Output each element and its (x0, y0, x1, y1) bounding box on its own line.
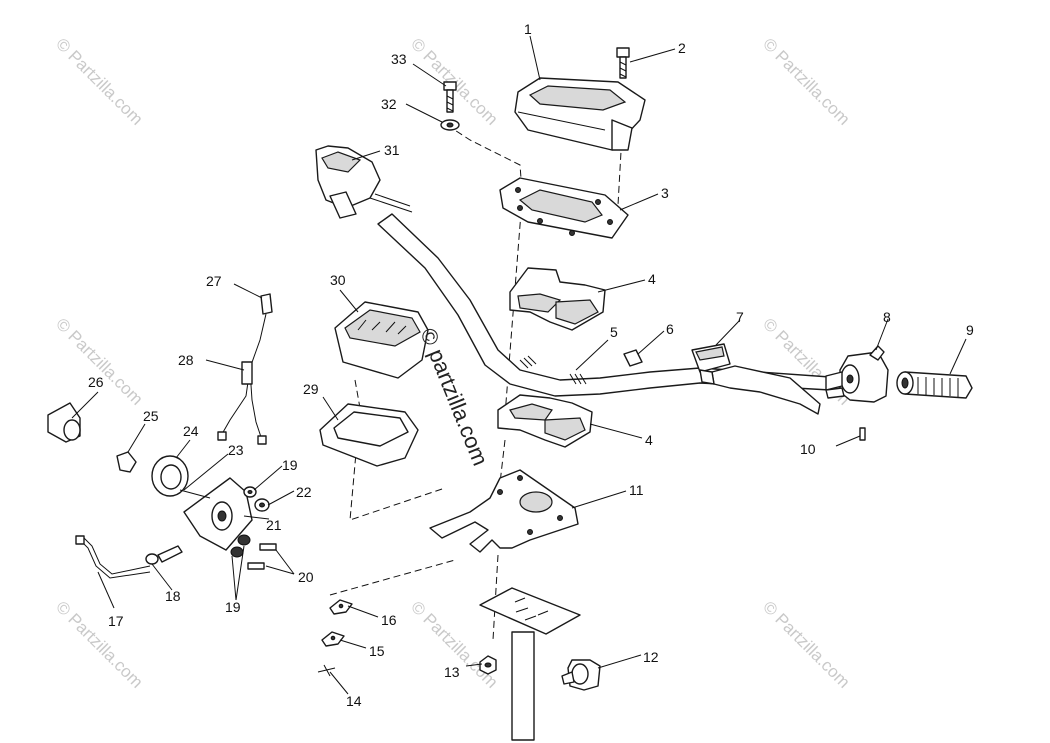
callout-25: 25 (143, 408, 159, 424)
part-33-bolt (443, 81, 457, 113)
callout-22: 22 (296, 484, 312, 500)
callout-6: 6 (666, 321, 674, 337)
part-4-lower-clamp (497, 394, 593, 448)
part-16-clip (329, 599, 353, 615)
steering-post (479, 587, 581, 741)
callout-2: 2 (678, 40, 686, 56)
callout-7: 7 (736, 309, 744, 325)
callout-27: 27 (206, 273, 222, 289)
callout-16: 16 (381, 612, 397, 628)
part-26-tube (47, 402, 81, 443)
watermark-bottom-right: © Partzilla.com (759, 597, 853, 691)
part-10-screw (859, 427, 866, 441)
part-4-upper-clamp-top (509, 267, 606, 331)
callout-4-top: 4 (648, 271, 656, 287)
callout-19-bottom: 19 (225, 599, 241, 615)
part-1-handlebar-pad (514, 77, 646, 151)
part-3-clamp-plate (499, 177, 629, 239)
part-15-clip (321, 631, 345, 647)
callout-leaders (71, 35, 967, 695)
part-27-connector (260, 293, 273, 315)
part-12-clamp (561, 659, 601, 691)
callout-3: 3 (661, 185, 669, 201)
part-6-spacer (623, 349, 643, 367)
callout-21: 21 (266, 517, 282, 533)
callout-14: 14 (346, 693, 362, 709)
callout-26: 26 (88, 374, 104, 390)
callout-17: 17 (108, 613, 124, 629)
part-22-nut (254, 498, 270, 512)
callout-12: 12 (643, 649, 659, 665)
callout-30: 30 (330, 272, 346, 288)
callout-32: 32 (381, 96, 397, 112)
part-24-ring (151, 455, 189, 497)
part-29-bezel (319, 403, 419, 467)
callout-31: 31 (384, 142, 400, 158)
part-13-nut (479, 655, 497, 675)
part-30-speedometer (334, 301, 429, 379)
part-8-throttle-housing (825, 345, 889, 403)
part-17-cable (75, 535, 151, 579)
callout-1: 1 (524, 21, 532, 37)
part-31-switch-housing (315, 145, 413, 219)
callout-11: 11 (629, 482, 644, 498)
watermark-mid-left: © Partzilla.com (52, 314, 146, 408)
part-32-washer (440, 119, 460, 131)
watermark-top-left: © Partzilla.com (52, 34, 146, 128)
part-11-mounting-plate (429, 469, 579, 553)
callout-9: 9 (966, 322, 974, 338)
callout-labels: 1 2 3 4 4 5 6 7 8 9 10 11 12 13 14 15 16… (88, 21, 974, 709)
callout-33: 33 (391, 51, 407, 67)
part-9-grip (896, 371, 973, 399)
part-25-fitting (116, 451, 137, 473)
callout-29: 29 (303, 381, 319, 397)
callout-19-top: 19 (282, 457, 298, 473)
callout-15: 15 (369, 643, 385, 659)
part-18-fitting (145, 545, 183, 565)
part-14-pin (317, 664, 336, 677)
part-7-brake-lever (691, 343, 821, 415)
callout-10: 10 (800, 441, 816, 457)
callout-23: 23 (228, 442, 244, 458)
part-19-nut-top (243, 486, 257, 498)
callout-20: 20 (298, 569, 314, 585)
part-2-bolt (616, 47, 630, 79)
callout-28: 28 (178, 352, 194, 368)
part-21-housing (179, 477, 253, 551)
watermark-top-right: © Partzilla.com (759, 34, 853, 128)
callout-8: 8 (883, 309, 891, 325)
callout-13: 13 (444, 664, 460, 680)
part-19-nuts-bottom (230, 534, 251, 558)
part-20-bolts (247, 543, 277, 570)
part-28-wire-harness (217, 313, 267, 445)
callout-5: 5 (610, 324, 618, 340)
callout-24: 24 (183, 423, 199, 439)
watermark-bottom-left: © Partzilla.com (52, 597, 146, 691)
callout-4-bottom: 4 (645, 432, 653, 448)
callout-18: 18 (165, 588, 181, 604)
